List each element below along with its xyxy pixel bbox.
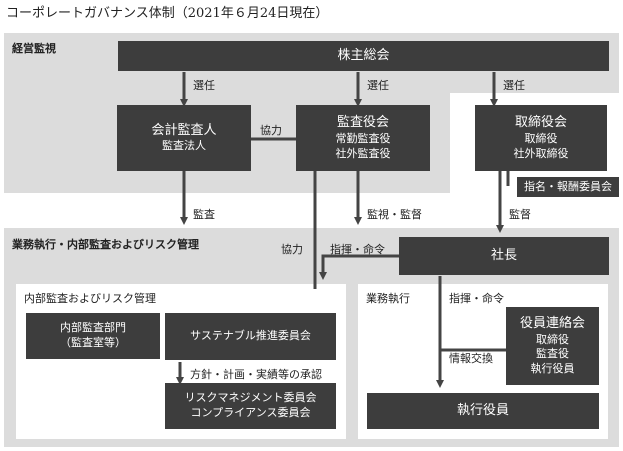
audit-board-title: 監査役会 [336,115,389,131]
business-exec-section-label: 業務執行 [366,292,410,305]
audit-label: 監査 [193,208,215,221]
audit-board-box: 監査役会 常勤監査役 社外監査役 [296,105,430,171]
officers-council-box: 役員連絡会 取締役 監査役 執行役員 [506,307,599,385]
execution-section-label: 業務執行・内部監査およびリスク管理 [12,238,199,251]
monitor-label: 監視・監督 [367,208,422,221]
approval-label: 方針・計画・実績等の承認 [190,368,322,381]
executive-officers-label: 執行役員 [456,403,509,419]
board-of-directors-box: 取締役会 取締役 社外取締役 [475,105,607,171]
executive-officers-box: 執行役員 [367,393,599,429]
shareholders-meeting-box: 株主総会 [118,41,609,71]
audit-board-sub2: 社外監査役 [335,146,391,160]
elect-label-2: 選任 [367,79,389,92]
supervise-label: 監督 [509,208,531,221]
info-exchange-label: 情報交換 [449,352,493,365]
officers-council-title: 役員連絡会 [519,315,585,331]
accounting-auditor-sub: 監査法人 [162,139,206,153]
command-label-2: 指揮・命令 [449,292,504,305]
risk-compliance-box: リスクマネジメント委員会 コンプライアンス委員会 [165,383,336,429]
cooperate-label-1: 協力 [260,124,282,137]
officers-council-sub3: 執行役員 [530,362,575,376]
compliance-committee-label: コンプライアンス委員会 [190,406,311,419]
nomination-committee-box: 指名・報酬委員会 [517,177,619,197]
officers-council-sub1: 取締役 [536,332,569,346]
risk-committee-label: リスクマネジメント委員会 [184,391,317,405]
supervision-section-label: 経営監視 [12,42,56,55]
cooperate-label-2: 協力 [281,243,303,256]
sustainability-committee-box: サステナブル推進委員会 [165,313,336,360]
command-arrow-internal [319,254,399,280]
internal-audit-dept-line1: 内部監査部門 [60,321,126,335]
audit-board-sub1: 常勤監査役 [335,131,391,145]
sustainability-committee-label: サステナブル推進委員会 [190,329,311,343]
accounting-auditor-box: 会計監査人 監査法人 [117,105,251,171]
president-label: 社長 [490,248,517,264]
accounting-auditor-title: 会計監査人 [151,122,217,138]
diagram-title: コーポレートガバナンス体制（2021年６月24日現在） [6,6,329,21]
shareholders-meeting-label: 株主総会 [337,48,390,64]
board-sub1: 取締役 [524,131,558,145]
officers-council-sub2: 監査役 [536,347,569,361]
elect-label-1: 選任 [193,79,215,92]
command-label-1: 指揮・命令 [330,243,385,256]
board-title: 取締役会 [514,115,567,131]
elect-label-3: 選任 [503,79,525,92]
president-box: 社長 [399,237,609,275]
nomination-committee-label: 指名・報酬委員会 [524,179,612,193]
internal-audit-section-label: 内部監査およびリスク管理 [24,292,156,305]
internal-audit-dept-line2: （監査室等） [60,336,126,349]
board-sub2: 社外取締役 [513,146,569,160]
internal-audit-dept-box: 内部監査部門 （監査室等） [26,313,160,359]
